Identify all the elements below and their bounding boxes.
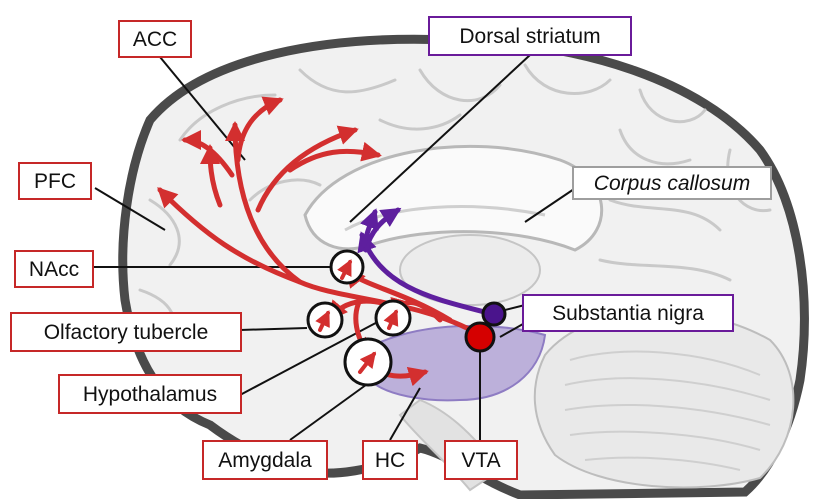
label-vta: VTA bbox=[444, 440, 518, 480]
label-substantia-nigra: Substantia nigra bbox=[522, 294, 734, 332]
label-hc: HC bbox=[362, 440, 418, 480]
label-acc: ACC bbox=[118, 20, 192, 58]
label-corpus-callosum: Corpus callosum bbox=[572, 166, 772, 200]
label-hypothalamus: Hypothalamus bbox=[58, 374, 242, 414]
cerebellum bbox=[535, 312, 794, 488]
label-amygdala: Amygdala bbox=[202, 440, 328, 480]
substantia-nigra-circle bbox=[483, 303, 505, 325]
label-dorsal-striatum: Dorsal striatum bbox=[428, 16, 632, 56]
label-nacc: NAcc bbox=[14, 250, 94, 288]
vta-circle bbox=[466, 323, 494, 351]
label-pfc: PFC bbox=[18, 162, 92, 200]
label-olfactory-tubercle: Olfactory tubercle bbox=[10, 312, 242, 352]
